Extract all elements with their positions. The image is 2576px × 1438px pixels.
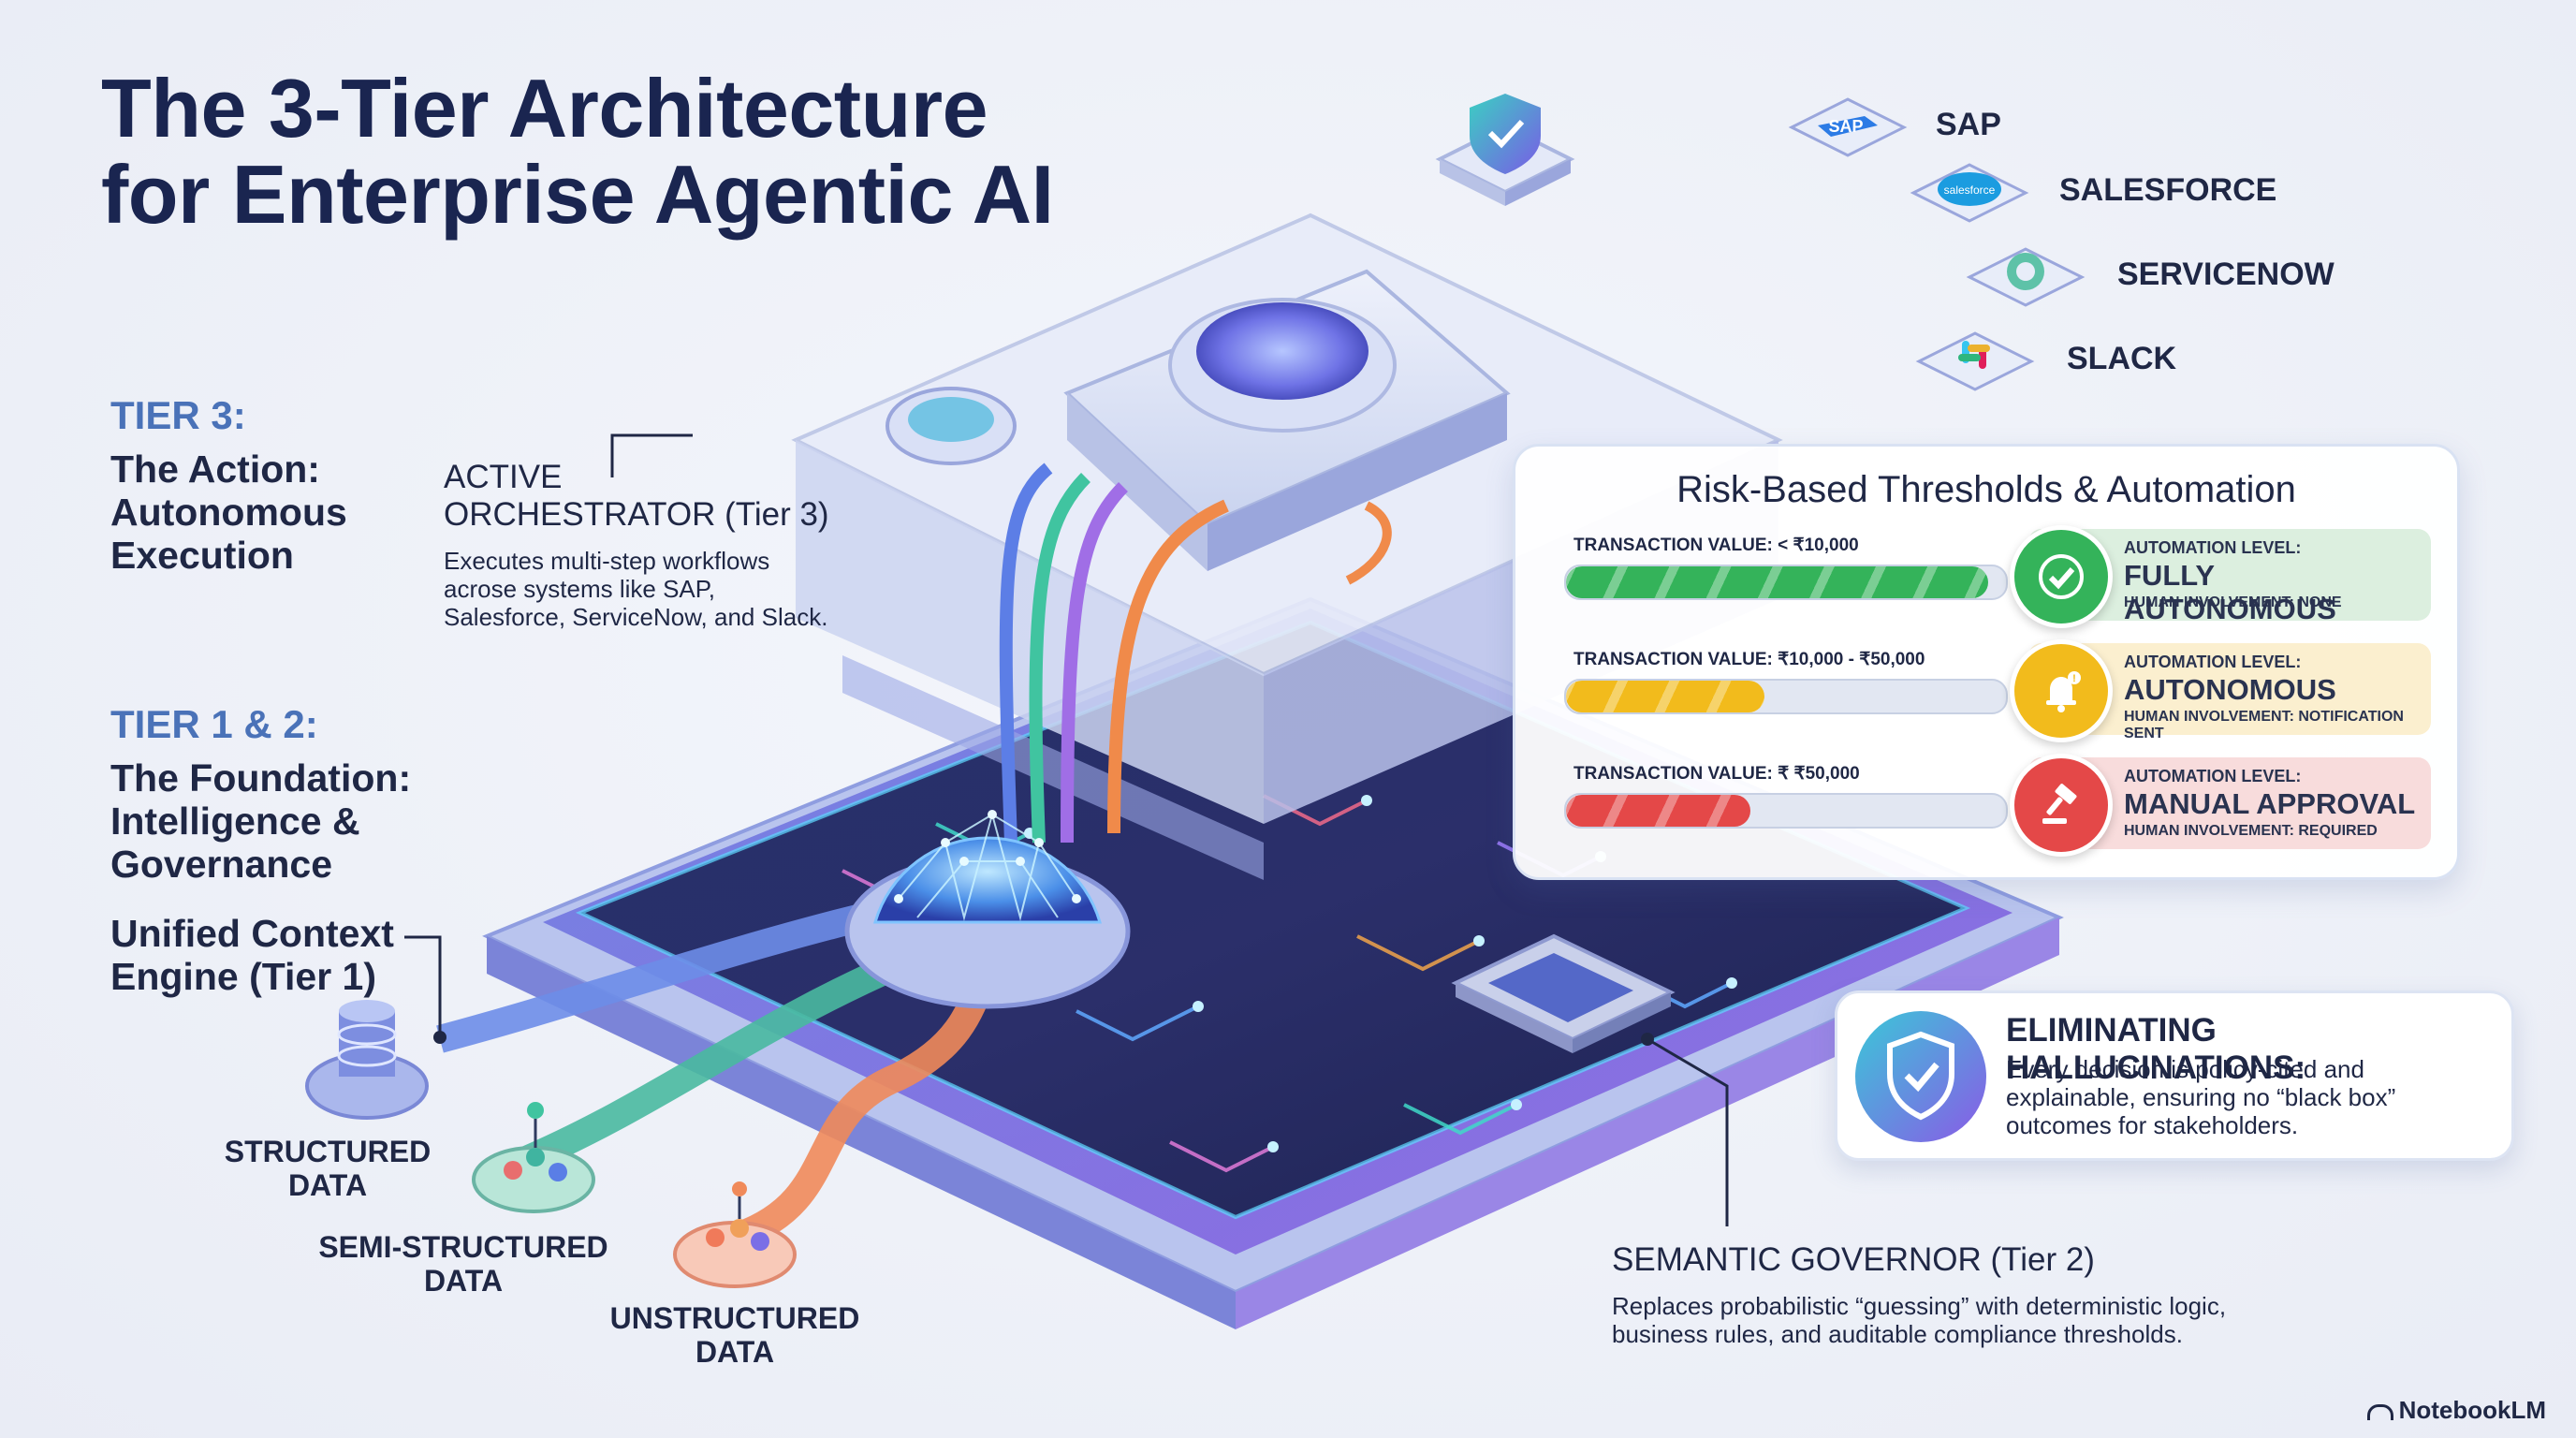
structured-line-2: DATA xyxy=(287,1168,368,1202)
unified-context-label: Unified Context Engine (Tier 1) xyxy=(110,912,394,998)
tier12-line-1: The Foundation: xyxy=(110,756,412,800)
human-involvement-autonomous: HUMAN INVOLVEMENT: NOTIFICATION SENT xyxy=(2124,709,2404,741)
page-title: The 3-Tier Architecture for Enterprise A… xyxy=(101,66,1054,238)
structured-data-label: STRUCTURED DATA xyxy=(201,1135,454,1202)
notebooklm-logo-icon xyxy=(2366,1403,2393,1420)
tier12-line-3: Governance xyxy=(110,843,332,886)
servicenow-label: SERVICENOW xyxy=(2117,257,2334,292)
unstructured-line-1: UNSTRUCTURED xyxy=(609,1301,860,1335)
orchestrator-desc-3: Salesforce, ServiceNow, and Slack. xyxy=(444,603,828,631)
tier3-heading: TIER 3: xyxy=(110,393,246,437)
transaction-value-low: TRANSACTION VALUE: < ₹10,000 xyxy=(1573,536,1859,555)
unified-line-1: Unified Context xyxy=(110,912,394,955)
semi-structured-data-label: SEMI-STRUCTURED DATA xyxy=(309,1230,618,1298)
risk-row-low: TRANSACTION VALUE: < ₹10,000 AUTOMATION … xyxy=(1551,525,2431,628)
automation-level-autonomous: AUTONOMOUS xyxy=(2124,673,2336,706)
sap-icon-text: SAP xyxy=(1828,117,1863,136)
progress-track-low xyxy=(1564,565,2008,600)
progress-track-high xyxy=(1564,793,2008,829)
semi-structured-line-1: SEMI-STRUCTURED xyxy=(318,1230,608,1264)
tier12-heading: TIER 1 & 2: xyxy=(110,702,318,746)
hallucinations-line-3: outcomes for stakeholders. xyxy=(2006,1111,2299,1139)
tier3-line-1: The Action: xyxy=(110,448,320,491)
slack-logo-icon xyxy=(1915,331,2035,391)
automation-caption-autonomous: AUTOMATION LEVEL: xyxy=(2124,653,2302,671)
salesforce-logo-icon: salesforce xyxy=(1910,163,2029,223)
bell-icon: ! xyxy=(2010,639,2113,742)
governor-desc-1: Replaces probabilistic “guessing” with d… xyxy=(1612,1292,2227,1320)
governor-title: SEMANTIC GOVERNOR (Tier 2) xyxy=(1612,1241,2095,1278)
transaction-value-high: TRANSACTION VALUE: ₹ ₹50,000 xyxy=(1573,764,1860,784)
risk-thresholds-panel: Risk-Based Thresholds & Automation TRANS… xyxy=(1513,444,2460,880)
semi-structured-line-2: DATA xyxy=(423,1264,504,1298)
sap-label: SAP xyxy=(1936,107,2001,142)
automation-caption-full: AUTOMATION LEVEL: xyxy=(2124,538,2302,557)
title-line-1: The 3-Tier Architecture xyxy=(101,62,988,154)
human-involvement-manual: HUMAN INVOLVEMENT: REQUIRED xyxy=(2124,823,2378,839)
title-line-2: for Enterprise Agentic AI xyxy=(101,148,1054,241)
progress-track-medium xyxy=(1564,679,2008,714)
progress-fill-low xyxy=(1566,566,1989,598)
svg-text:!: ! xyxy=(2072,673,2076,684)
sap-logo-icon: SAP xyxy=(1788,97,1908,157)
notebooklm-brand: NotebookLM xyxy=(2366,1396,2546,1425)
orchestrator-line-2: ORCHESTRATOR (Tier 3) xyxy=(444,496,829,533)
orchestrator-label: ACTIVE ORCHESTRATOR (Tier 3) Executes mu… xyxy=(444,459,829,631)
semantic-governor-label: SEMANTIC GOVERNOR (Tier 2) Replaces prob… xyxy=(1612,1241,2226,1348)
risk-row-high: TRANSACTION VALUE: ₹ ₹50,000 AUTOMATION … xyxy=(1551,754,2431,857)
structured-line-1: STRUCTURED xyxy=(224,1135,432,1168)
automation-badge-full: AUTOMATION LEVEL: FULLY AUTONOMOUS HUMAN… xyxy=(2010,525,2431,628)
salesforce-icon-text: salesforce xyxy=(1944,183,1996,197)
governor-desc-2: business rules, and auditable compliance… xyxy=(1612,1320,2183,1348)
hallucinations-line-1: Every decision is policy-cited and xyxy=(2006,1055,2364,1083)
automation-level-manual: MANUAL APPROVAL xyxy=(2124,787,2416,820)
risk-row-medium: TRANSACTION VALUE: ₹10,000 - ₹50,000 ! A… xyxy=(1551,639,2431,742)
tier3-line-3: Execution xyxy=(110,534,294,577)
shield-check-icon xyxy=(1855,1011,1986,1142)
transaction-value-medium: TRANSACTION VALUE: ₹10,000 - ₹50,000 xyxy=(1573,650,1925,669)
slack-label: SLACK xyxy=(2067,341,2177,376)
tier12-line-2: Intelligence & xyxy=(110,800,360,843)
tier3-line-2: Autonomous xyxy=(110,491,347,534)
human-involvement-full: HUMAN INVOLVEMENT: NONE xyxy=(2124,594,2342,610)
unstructured-data-label: UNSTRUCTURED DATA xyxy=(590,1301,880,1369)
orchestrator-desc-2: acrose systems like SAP, xyxy=(444,575,715,603)
tier3-block: TIER 3: The Action: Autonomous Execution xyxy=(110,393,347,577)
progress-fill-medium xyxy=(1566,681,1764,712)
automation-badge-autonomous: ! AUTOMATION LEVEL: AUTONOMOUS HUMAN INV… xyxy=(2010,639,2431,742)
automation-badge-manual: AUTOMATION LEVEL: MANUAL APPROVAL HUMAN … xyxy=(2010,754,2431,857)
progress-fill-high xyxy=(1566,795,1751,827)
automation-level-full: FULLY AUTONOMOUS xyxy=(2124,559,2336,625)
automation-caption-manual: AUTOMATION LEVEL: xyxy=(2124,767,2302,785)
orchestrator-line-1: ACTIVE xyxy=(444,459,563,495)
hallucinations-title: ELIMINATING HALLUCINATIONS: xyxy=(2006,1012,2306,1086)
gavel-icon xyxy=(2010,754,2113,857)
orchestrator-desc-1: Executes multi-step workflows xyxy=(444,547,770,575)
unstructured-line-2: DATA xyxy=(695,1335,775,1369)
tier12-block: TIER 1 & 2: The Foundation: Intelligence… xyxy=(110,702,411,886)
unified-line-2: Engine (Tier 1) xyxy=(110,955,377,998)
risk-panel-title: Risk-Based Thresholds & Automation xyxy=(1676,469,2296,510)
hallucinations-card: ELIMINATING HALLUCINATIONS: Every decisi… xyxy=(1835,990,2514,1161)
salesforce-label: SALESFORCE xyxy=(2059,172,2277,208)
hallucinations-line-2: explainable, ensuring no “black box” xyxy=(2006,1083,2396,1111)
notebooklm-label: NotebookLM xyxy=(2398,1396,2546,1424)
check-icon xyxy=(2010,525,2113,628)
servicenow-logo-icon xyxy=(1966,247,2086,307)
